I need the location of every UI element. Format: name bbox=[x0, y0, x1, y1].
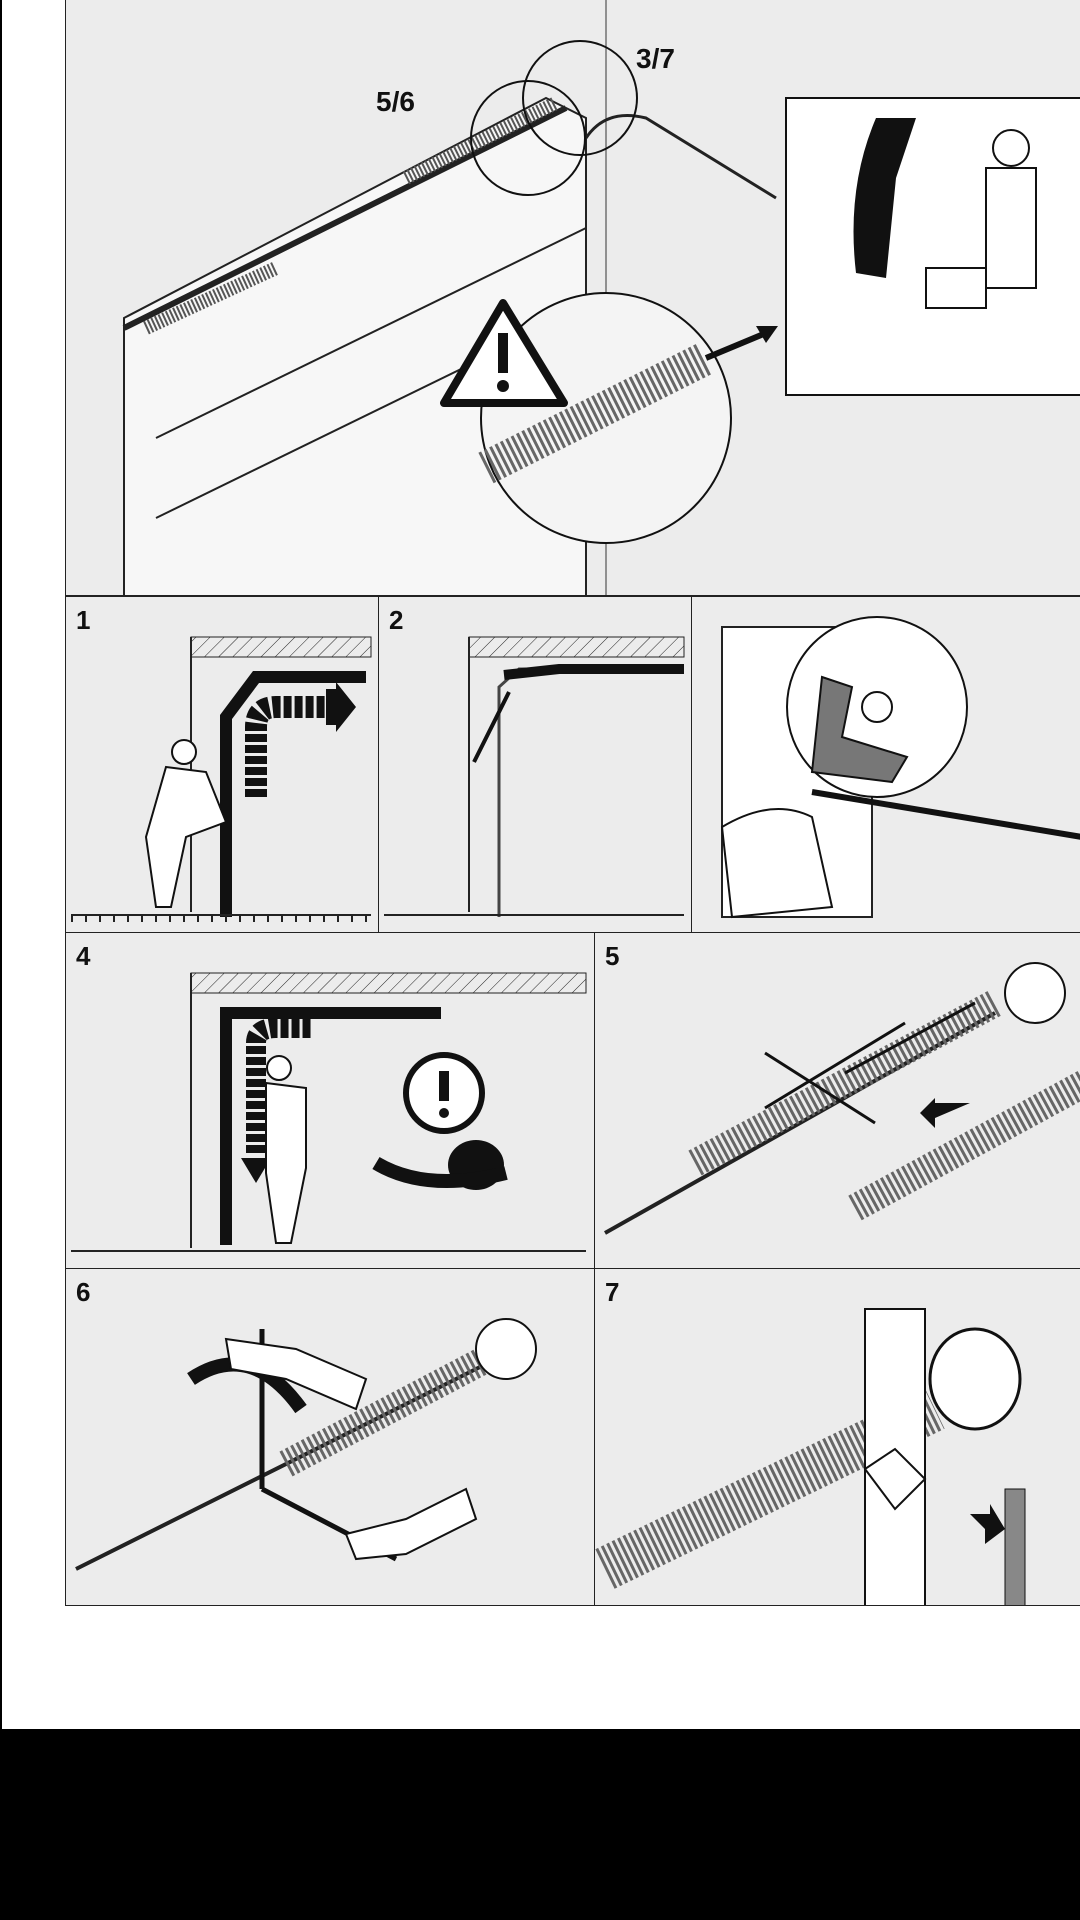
step-3-panel bbox=[691, 596, 1080, 934]
step-number: 4 bbox=[76, 941, 91, 971]
step-2-panel: 2 bbox=[378, 596, 692, 934]
bottom-black-bar bbox=[0, 1729, 1080, 1920]
push-door-illustration bbox=[71, 636, 372, 922]
spring-bracket-removal-illustration bbox=[595, 1308, 1026, 1605]
step-number: 6 bbox=[76, 1277, 91, 1307]
overview-panel: 5/6 3/7 bbox=[65, 0, 1080, 596]
step-7-panel: 7 bbox=[594, 1268, 1080, 1606]
step-number: 1 bbox=[76, 605, 91, 635]
step-number: 7 bbox=[605, 1277, 620, 1307]
tension-spring-bars-illustration bbox=[75, 1318, 537, 1571]
step-5-panel: 5 bbox=[594, 932, 1080, 1270]
replace-springs-illustration bbox=[604, 962, 1080, 1235]
step-number: 2 bbox=[389, 605, 404, 635]
spring-ratchet-release-illustration bbox=[720, 616, 1080, 919]
clamp-track-illustration bbox=[384, 636, 685, 917]
garage-door-overview-illustration bbox=[122, 0, 1080, 595]
callout-3-7: 3/7 bbox=[636, 43, 675, 74]
lower-door-slowly-illustration bbox=[71, 972, 587, 1252]
step-4-panel: 4 bbox=[65, 932, 595, 1270]
step-1-panel: 1 bbox=[65, 596, 379, 934]
step-6-panel: 6 bbox=[65, 1268, 595, 1606]
step-number: 5 bbox=[605, 941, 620, 971]
callout-5-6: 5/6 bbox=[376, 86, 415, 117]
page-edge bbox=[0, 0, 2, 1729]
